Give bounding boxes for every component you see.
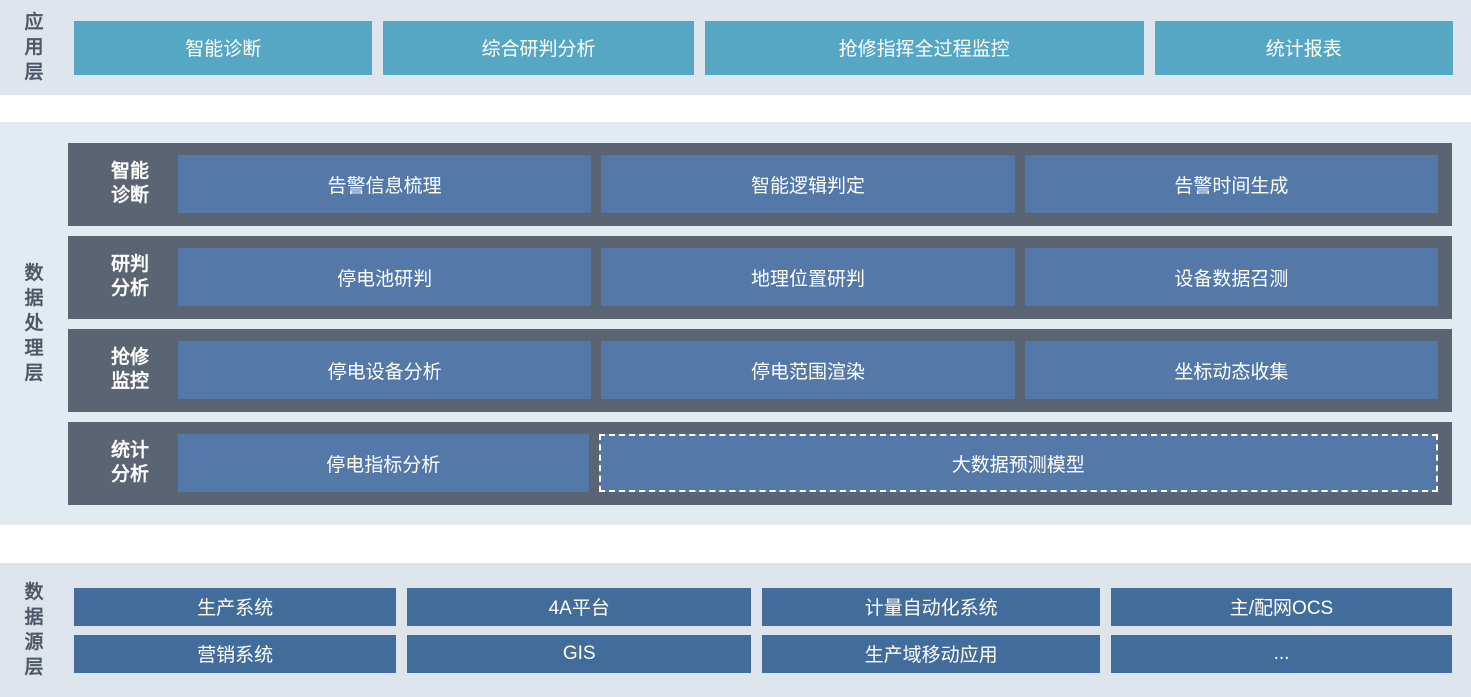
process-cell-device-data-polling[interactable]: 设备数据召测	[1024, 248, 1438, 306]
layer-label-char: 数	[24, 262, 44, 284]
layer-label-char: 数	[24, 581, 44, 603]
layer-label-char: 理	[24, 338, 44, 360]
row-label-line-1: 智能	[110, 161, 149, 183]
data-source-row: 生产系统 4A平台 计量自动化系统 主/配网OCS	[74, 587, 1452, 626]
source-cell-more[interactable]: ...	[1111, 634, 1452, 673]
process-cell-outage-pool-judgment[interactable]: 停电池研判	[178, 248, 592, 306]
row-label-line-2: 分析	[110, 464, 149, 485]
source-cell-production-system[interactable]: 生产系统	[74, 587, 397, 626]
process-cell-alarm-info-sorting[interactable]: 告警信息梳理	[178, 155, 592, 213]
process-cell-geographic-location-judgment[interactable]: 地理位置研判	[601, 248, 1015, 306]
process-row-research-analysis: 研判 分析 停电池研判 地理位置研判 设备数据召测	[68, 235, 1452, 319]
application-layer-section: 应 用 层 智能诊断 综合研判分析 抢修指挥全过程监控 统计报表	[0, 0, 1471, 95]
process-cell-group: 停电池研判 地理位置研判 设备数据召测	[178, 236, 1438, 319]
process-row-label-repair-monitoring: 抢修 监控	[82, 346, 178, 394]
process-row-label-intelligent-diagnosis: 智能 诊断	[82, 160, 178, 208]
source-cell-main-distribution-ocs[interactable]: 主/配网OCS	[1111, 587, 1452, 626]
application-layer-box-group: 智能诊断 综合研判分析 抢修指挥全过程监控 统计报表	[68, 0, 1471, 95]
source-cell-marketing-system[interactable]: 营销系统	[74, 634, 397, 673]
row-label-line-1: 抢修	[110, 347, 149, 369]
data-processing-row-group: 智能 诊断 告警信息梳理 智能逻辑判定 告警时间生成 研判 分析 停电池研判 地…	[68, 122, 1471, 525]
source-cell-4a-platform[interactable]: 4A平台	[407, 587, 752, 626]
app-box-comprehensive-analysis[interactable]: 综合研判分析	[383, 20, 694, 75]
process-cell-outage-index-analysis[interactable]: 停电指标分析	[178, 434, 589, 492]
data-processing-layer-section: 数 据 处 理 层 智能 诊断 告警信息梳理 智能逻辑判定 告警时间生成 研判 …	[0, 122, 1471, 525]
layer-label-char: 层	[24, 363, 44, 385]
data-source-row: 营销系统 GIS 生产域移动应用 ...	[74, 634, 1452, 673]
process-row-label-statistical-analysis: 统计 分析	[82, 439, 178, 487]
process-row-statistical-analysis: 统计 分析 停电指标分析 大数据预测模型	[68, 421, 1452, 505]
process-cell-alarm-time-generation[interactable]: 告警时间生成	[1024, 155, 1438, 213]
layer-label-char: 据	[24, 606, 44, 628]
row-label-line-2: 诊断	[110, 185, 149, 206]
process-cell-outage-range-rendering[interactable]: 停电范围渲染	[601, 341, 1015, 399]
row-label-line-2: 监控	[110, 371, 149, 392]
app-box-repair-command-monitoring[interactable]: 抢修指挥全过程监控	[704, 20, 1144, 75]
process-cell-group: 告警信息梳理 智能逻辑判定 告警时间生成	[178, 143, 1438, 226]
process-cell-outage-device-analysis[interactable]: 停电设备分析	[178, 341, 592, 399]
layer-label-char: 层	[24, 62, 44, 84]
layer-label-char: 层	[24, 657, 44, 679]
layer-label-char: 据	[24, 287, 44, 309]
application-layer-label: 应 用 层	[0, 0, 68, 95]
process-cell-intelligent-logic-judgment[interactable]: 智能逻辑判定	[601, 155, 1015, 213]
process-cell-big-data-prediction-model[interactable]: 大数据预测模型	[598, 434, 1438, 492]
process-cell-group: 停电设备分析 停电范围渲染 坐标动态收集	[178, 329, 1438, 412]
layer-label-char: 应	[24, 11, 44, 33]
data-source-layer-label: 数 据 源 层	[0, 563, 68, 697]
source-cell-metering-automation-system[interactable]: 计量自动化系统	[762, 587, 1101, 626]
app-box-statistical-report[interactable]: 统计报表	[1154, 20, 1453, 75]
process-cell-coordinate-dynamic-collection[interactable]: 坐标动态收集	[1024, 341, 1438, 399]
app-box-intelligent-diagnosis[interactable]: 智能诊断	[74, 20, 373, 75]
data-processing-layer-label: 数 据 处 理 层	[0, 122, 68, 525]
layer-label-char: 源	[24, 632, 44, 653]
data-source-grid: 生产系统 4A平台 计量自动化系统 主/配网OCS 营销系统 GIS 生产域移动…	[68, 563, 1471, 697]
data-source-layer-section: 数 据 源 层 生产系统 4A平台 计量自动化系统 主/配网OCS 营销系统 G…	[0, 563, 1471, 697]
process-row-repair-monitoring: 抢修 监控 停电设备分析 停电范围渲染 坐标动态收集	[68, 328, 1452, 412]
row-label-line-1: 研判	[110, 254, 149, 276]
row-label-line-1: 统计	[110, 440, 149, 462]
process-row-intelligent-diagnosis: 智能 诊断 告警信息梳理 智能逻辑判定 告警时间生成	[68, 142, 1452, 226]
process-cell-group: 停电指标分析 大数据预测模型	[178, 422, 1438, 505]
layer-label-char: 处	[24, 312, 44, 334]
source-cell-production-mobile-app[interactable]: 生产域移动应用	[762, 634, 1101, 673]
source-cell-gis[interactable]: GIS	[407, 634, 752, 673]
row-label-line-2: 分析	[110, 278, 149, 299]
layer-label-char: 用	[24, 36, 44, 58]
process-row-label-research-analysis: 研判 分析	[82, 253, 178, 301]
